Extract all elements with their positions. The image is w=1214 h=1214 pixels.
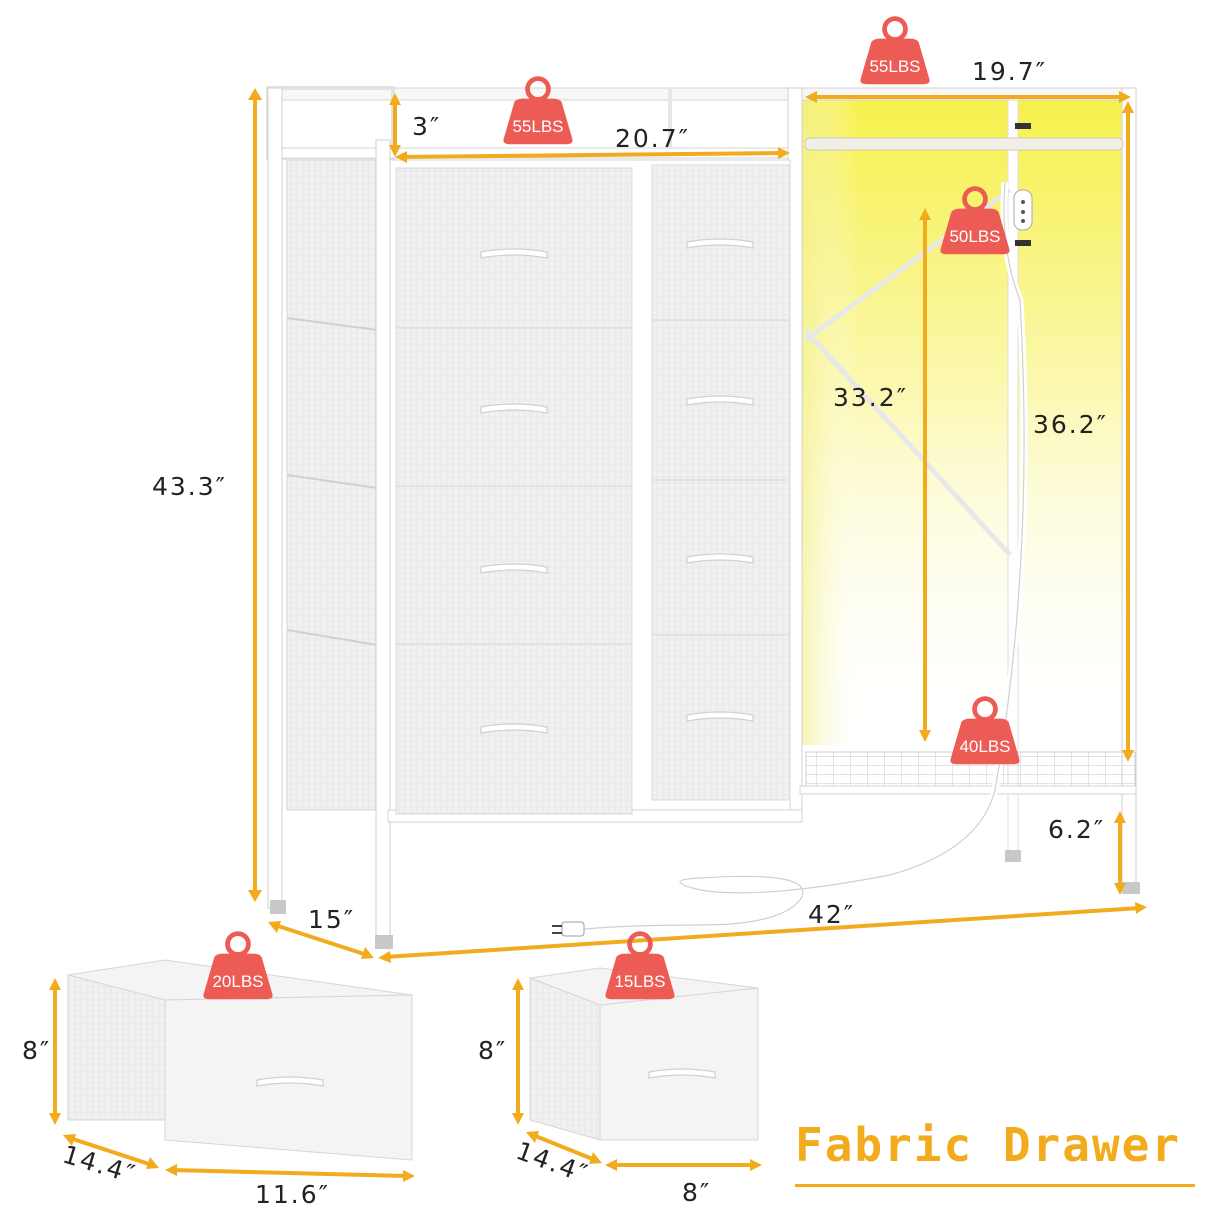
- fabric-drawer-title: Fabric Drawer: [795, 1118, 1182, 1172]
- title-underline: [795, 1184, 1195, 1187]
- hanging-rod: [804, 137, 1124, 151]
- dimension-lines: [49, 88, 1147, 1182]
- drawer-column-left: [395, 167, 633, 815]
- dim-large-drawer-height: 8″: [22, 1036, 52, 1065]
- dim-large-drawer-width: 11.6″: [255, 1180, 331, 1209]
- weight-label-top-left: 55LBS: [512, 117, 564, 136]
- dim-total-height: 43.3″: [152, 472, 228, 501]
- drawer[interactable]: [395, 167, 633, 329]
- dim-hanging-height: 33.2″: [833, 383, 909, 412]
- dim-hanging-section-height: 36.2″: [1033, 410, 1109, 439]
- dim-depth: 15″: [308, 905, 356, 934]
- dresser: [266, 86, 1140, 949]
- dim-hanging-section-width: 19.7″: [972, 57, 1048, 86]
- small-fabric-drawer: [528, 967, 759, 1141]
- dim-small-drawer-height: 8″: [478, 1036, 508, 1065]
- dim-drawer-section-width: 20.7″: [615, 124, 691, 153]
- weight-label-bottom-shelf: 40LBS: [959, 737, 1011, 756]
- weight-label-small-drawer: 15LBS: [614, 972, 666, 991]
- dim-bottom-clearance: 6.2″: [1048, 815, 1106, 844]
- large-fabric-drawer: [67, 959, 413, 1161]
- weight-label-hanging-rod: 50LBS: [949, 227, 1001, 246]
- side-panel: [286, 159, 378, 811]
- drawer-column-right: [651, 164, 791, 801]
- power-switch-icon: [1013, 123, 1033, 246]
- dim-small-drawer-width: 8″: [682, 1178, 712, 1207]
- dim-top-shelf-height: 3″: [412, 112, 442, 141]
- power-plug-icon: [552, 921, 585, 937]
- dim-total-width: 42″: [808, 900, 856, 929]
- weight-label-large-drawer: 20LBS: [212, 972, 264, 991]
- weight-label-top-right: 55LBS: [869, 57, 921, 76]
